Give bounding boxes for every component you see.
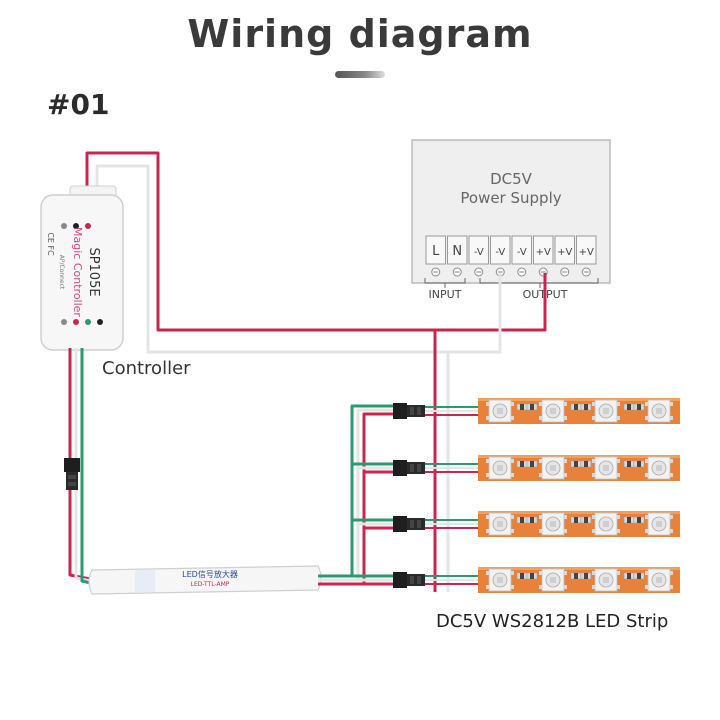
- led-strip: [393, 567, 680, 593]
- resistor: [516, 403, 528, 411]
- resistor: [516, 460, 528, 468]
- resistor: [526, 403, 538, 411]
- certification-icons: CE FC: [46, 232, 55, 256]
- terminal-cell: [490, 235, 511, 265]
- led-chip: [644, 399, 674, 423]
- title-underline: [335, 71, 385, 78]
- led-chip: [538, 456, 568, 480]
- power-supply-voltage: DC5V: [490, 170, 533, 188]
- strip-label: DC5V WS2812B LED Strip: [436, 611, 668, 632]
- led-chip: [644, 568, 674, 592]
- led-chip: [485, 568, 515, 592]
- led-chip: [591, 568, 621, 592]
- terminal-cell: [447, 235, 468, 265]
- led-strip: [393, 455, 680, 481]
- resistor: [526, 572, 538, 580]
- terminal-label: -V: [517, 247, 527, 258]
- terminal-label: L: [432, 244, 440, 259]
- led-chip: [538, 512, 568, 536]
- strip-connector: [393, 403, 425, 419]
- resistor: [633, 516, 645, 524]
- led-chip: [644, 512, 674, 536]
- resistor: [580, 403, 592, 411]
- led-chip: [485, 399, 515, 423]
- terminal-label: +V: [557, 247, 572, 258]
- terminal-cell: [468, 235, 489, 265]
- resistor: [570, 403, 582, 411]
- terminal-cell: [425, 235, 446, 265]
- led-chip: [538, 568, 568, 592]
- led-chip: [485, 456, 515, 480]
- supply-rails: [433, 330, 450, 592]
- terminal-cell: [533, 235, 554, 265]
- page-title: Wiring diagram: [187, 12, 533, 56]
- amp-output-wires: [318, 404, 393, 586]
- terminal-label: +V: [579, 247, 594, 258]
- power-supply-label: Power Supply: [460, 189, 561, 207]
- resistor: [516, 572, 528, 580]
- amplifier-label: LED信号放大器: [182, 569, 238, 579]
- terminal-label: -V: [495, 247, 505, 258]
- resistor: [633, 460, 645, 468]
- resistor: [580, 516, 592, 524]
- led-strips: [393, 398, 680, 593]
- terminal-label: -V: [474, 247, 484, 258]
- jst-connector: [64, 458, 80, 490]
- resistor: [580, 572, 592, 580]
- controller-label: Controller: [102, 358, 191, 379]
- terminal-brackets: [424, 278, 599, 288]
- input-label: INPUT: [429, 288, 462, 301]
- resistor: [516, 516, 528, 524]
- controller-model: SP105E: [86, 247, 101, 296]
- signal-amplifier: LED信号放大器 LED-TTL-AMP: [88, 565, 322, 595]
- terminal-cell: [554, 235, 575, 265]
- led-chip: [591, 399, 621, 423]
- controller-small-text: AP/Connect: [58, 255, 65, 290]
- terminal-cell: [576, 235, 597, 265]
- resistor: [580, 460, 592, 468]
- terminal-cell: [511, 235, 532, 265]
- resistor: [623, 460, 635, 468]
- resistor: [623, 516, 635, 524]
- amplifier-model: LED-TTL-AMP: [191, 581, 230, 588]
- led-chip: [538, 399, 568, 423]
- terminal-label: +V: [536, 247, 551, 258]
- controller-power-wires: [85, 151, 547, 354]
- led-chip: [591, 512, 621, 536]
- led-strip: [393, 511, 680, 537]
- strip-connector: [393, 516, 425, 532]
- led-chip: [485, 512, 515, 536]
- led-chip: [644, 456, 674, 480]
- controller-brand: Magic Controller: [71, 227, 84, 317]
- resistor: [633, 572, 645, 580]
- diagram-number: #01: [47, 88, 110, 121]
- resistor: [570, 516, 582, 524]
- led-chip: [591, 456, 621, 480]
- resistor: [623, 572, 635, 580]
- terminal-label: N: [452, 244, 462, 259]
- resistor: [623, 403, 635, 411]
- strip-connector: [393, 572, 425, 588]
- resistor: [570, 460, 582, 468]
- strip-connector: [393, 460, 425, 476]
- controller-box: SP105E Magic Controller AP/Connect CE FC: [40, 185, 124, 351]
- resistor: [570, 572, 582, 580]
- led-strip: [393, 398, 680, 424]
- resistor: [526, 516, 538, 524]
- resistor: [633, 403, 645, 411]
- resistor: [526, 460, 538, 468]
